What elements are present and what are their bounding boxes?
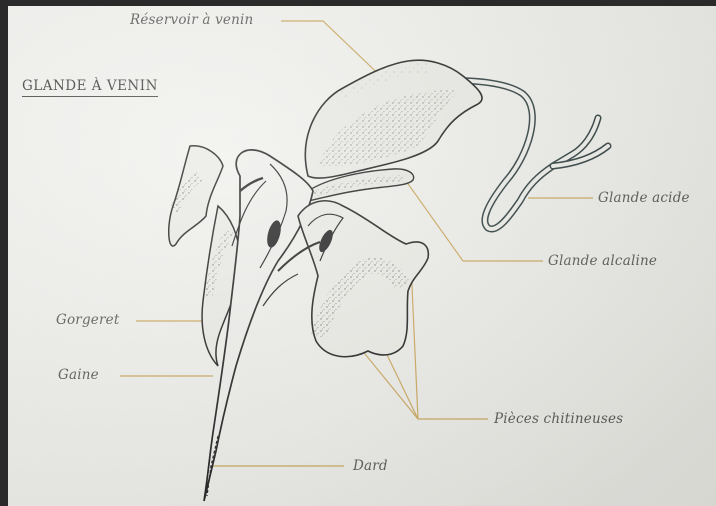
- label-gorgeret: Gorgeret: [56, 312, 119, 328]
- label-glande-alcaline: Glande alcaline: [548, 253, 657, 269]
- label-reservoir: Réservoir à venin: [130, 12, 253, 28]
- label-dard: Dard: [353, 458, 388, 474]
- diagram-sheet: GLANDE À VENIN Réservoir à venin Glande …: [8, 6, 716, 506]
- label-pieces-chitineuses: Pièces chitineuses: [494, 411, 623, 427]
- leader-pieces-3: [411, 264, 418, 419]
- label-gaine: Gaine: [58, 367, 99, 383]
- label-glande-acide: Glande acide: [598, 190, 690, 206]
- diagram-title: GLANDE À VENIN: [22, 78, 158, 97]
